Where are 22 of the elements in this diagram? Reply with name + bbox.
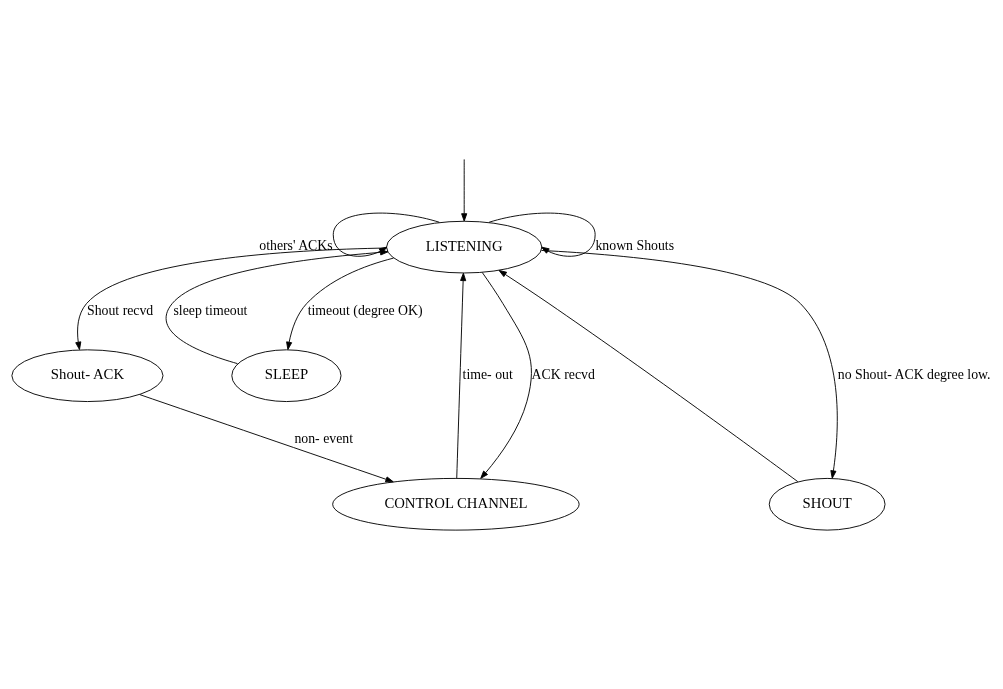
edge-label: ACK recvd: [531, 366, 595, 382]
node-ellipse: SLEEP: [231, 349, 342, 402]
node-ellipse: Shout- ACK: [11, 349, 164, 402]
edge-label: time- out: [462, 366, 513, 382]
edge-label: no Shout- ACK degree low.: [837, 366, 991, 382]
edge-label: timeout (degree OK): [307, 302, 423, 318]
arrow: [498, 269, 799, 483]
arrow: [165, 249, 389, 365]
arrow: [541, 250, 838, 479]
edge-label: non- event: [294, 431, 354, 447]
edge-label: Shout recvd: [86, 302, 154, 318]
arrow: [480, 272, 532, 479]
arrow: [286, 257, 394, 350]
edge-label: known Shouts: [595, 238, 675, 254]
arrow: [456, 272, 467, 479]
edge-label: sleep timeout: [173, 302, 248, 318]
arrow: [461, 158, 468, 222]
node-ellipse: LISTENING: [386, 220, 543, 274]
arrow: [139, 394, 394, 483]
arrow: [488, 212, 596, 257]
node-ellipse: SHOUT: [768, 477, 886, 531]
edge-label: others' ACKs: [259, 238, 333, 254]
